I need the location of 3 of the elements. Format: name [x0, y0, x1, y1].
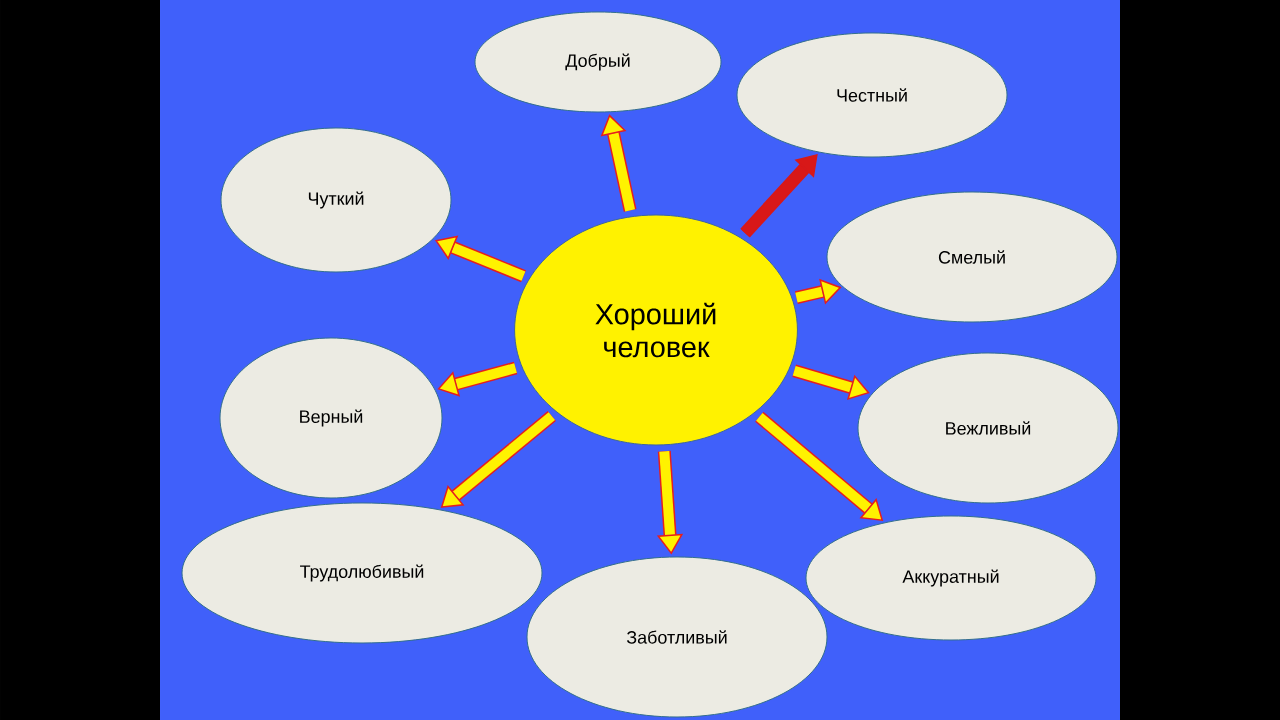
arrow — [600, 114, 637, 212]
arrow — [740, 154, 818, 238]
arrow — [437, 361, 518, 397]
